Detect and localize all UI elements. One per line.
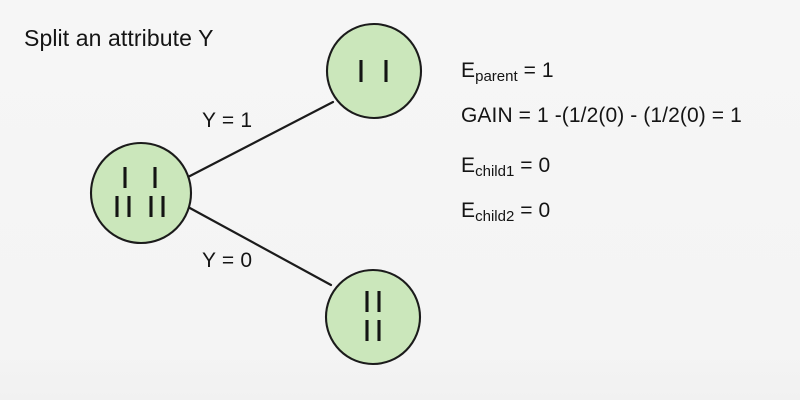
formula-symbol: E (461, 154, 476, 177)
formula-subscript: child1 (475, 163, 515, 180)
edge-group (186, 100, 335, 287)
formula-rest: = 1 (517, 59, 554, 82)
parent-tally-row-bottom (115, 196, 165, 217)
page-title: Split an attribute Y (24, 25, 214, 51)
node-child1[interactable] (325, 22, 423, 120)
formula-gain: GAIN = 1 -(1/2(0) - (1/2(0) = 1 (461, 105, 742, 126)
formula-rest: = 1 -(1/2(0) - (1/2(0) = 1 (512, 104, 742, 127)
formula-rest: = 0 (514, 199, 551, 222)
formula-entropy-child2: Echild2 = 0 (461, 199, 551, 224)
child2-tally-row-bottom (365, 320, 381, 341)
edge-line-y0 (186, 205, 333, 287)
child2-node-circle[interactable] (324, 268, 422, 366)
child1-tally-row (359, 60, 388, 82)
formula-entropy-parent: Eparent = 1 (461, 59, 554, 84)
edge-label-y-equals-0: Y = 0 (202, 249, 253, 272)
formula-symbol: E (461, 59, 476, 82)
formula-rest: = 0 (514, 154, 551, 177)
formula-symbol: GAIN (461, 104, 513, 127)
node-child2[interactable] (324, 268, 422, 366)
parent-node-circle[interactable] (89, 141, 193, 245)
parent-tally-row-top (123, 167, 157, 188)
child1-node-circle[interactable] (325, 22, 423, 120)
formula-entropy-child1: Echild1 = 0 (461, 154, 551, 179)
child2-tally-row-top (365, 291, 381, 312)
formula-subscript: child2 (475, 208, 515, 225)
formula-subscript: parent (475, 68, 518, 85)
edge-line-y1 (186, 100, 335, 179)
edge-label-y-equals-1: Y = 1 (202, 109, 253, 132)
node-parent[interactable] (89, 141, 193, 245)
formula-symbol: E (461, 199, 476, 222)
